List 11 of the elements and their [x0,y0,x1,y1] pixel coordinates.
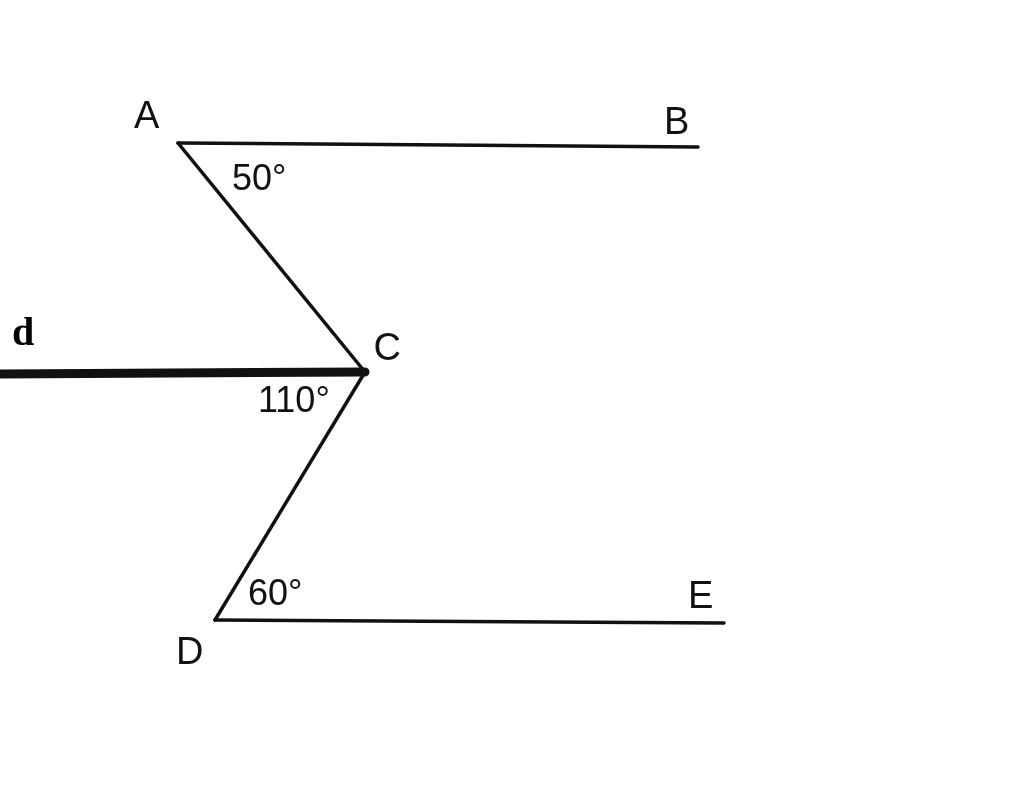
angle-label: 60° [248,575,303,611]
point-label: D [176,632,204,670]
angle-label: 110° [258,382,330,418]
point-label: B [664,102,690,140]
point-label: E [688,576,714,614]
angle-label: 50° [232,160,287,196]
line-segment [213,618,726,625]
line-segment [176,141,700,149]
point-label: C [373,328,401,366]
line-segment [0,367,370,379]
point-label: A [134,96,160,134]
